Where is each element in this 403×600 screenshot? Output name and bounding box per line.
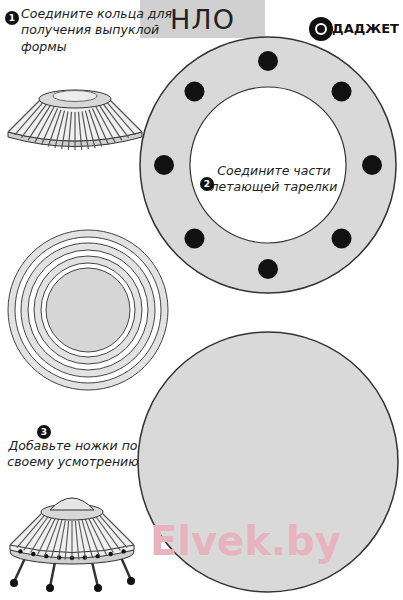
ufo-figure (10, 498, 135, 592)
callout-number: 3 (37, 425, 51, 439)
step-text: Добавьте ножки по своему усмотрению (4, 438, 142, 471)
step-text: Соедините части летающей тарелки (206, 163, 342, 196)
callout-number: 2 (200, 177, 214, 191)
logo-text: ДАДЖЕТ (332, 21, 399, 38)
ring-part: Соедините части летающей тарелки2 (138, 35, 398, 295)
logo-mark-inner (316, 24, 326, 34)
callout-text: 3 (41, 428, 47, 437)
title: НЛО (170, 4, 235, 35)
callout-text: 1 (9, 14, 15, 23)
logo-mark (309, 17, 333, 41)
bottom-disc (138, 332, 398, 592)
concentric-rings (8, 230, 168, 390)
step-text: Соедините кольца для получения выпуклой … (21, 6, 177, 55)
callout-text: 2 (204, 180, 210, 189)
callout-number: 1 (5, 11, 19, 25)
saucer-figure (8, 90, 142, 150)
watermark: Elvek.by (150, 515, 341, 567)
